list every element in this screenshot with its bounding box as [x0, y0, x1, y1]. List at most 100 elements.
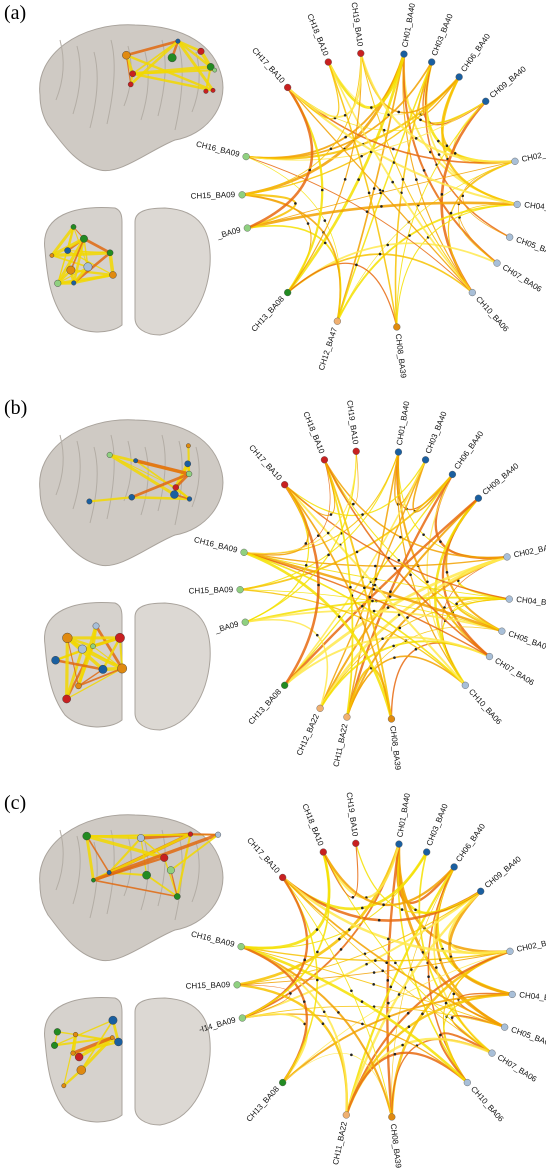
- link-arrow-marker: [337, 615, 341, 618]
- link-arrow-marker: [397, 110, 401, 114]
- link-arrow-marker: [303, 958, 306, 962]
- node-label: CH02_BA06: [521, 146, 546, 164]
- link-arrow-marker: [355, 263, 358, 267]
- node-label: _BA09: [215, 225, 242, 241]
- link-arrow-marker: [317, 583, 320, 587]
- node-label: CH03_BA40: [425, 802, 450, 847]
- connection-link: [458, 160, 516, 264]
- link-arrow-marker: [315, 978, 319, 982]
- link-arrow-marker: [397, 993, 401, 996]
- connectogram-node: CH15_BA09: [190, 190, 246, 201]
- link-arrow-marker: [406, 616, 409, 619]
- link-arrow-marker: [397, 559, 401, 562]
- link-arrow-marker: [367, 191, 371, 195]
- link-arrow-marker: [426, 580, 429, 584]
- link-arrow-marker: [408, 234, 411, 237]
- link-arrow-marker: [422, 533, 425, 536]
- connectogram-node: CH17_BA10: [247, 443, 289, 489]
- node-label: CH10_BA06: [467, 687, 504, 726]
- connectogram-node: CH01_BA40: [400, 2, 417, 58]
- link-arrow-marker: [393, 656, 396, 659]
- link-arrow-marker: [350, 1053, 353, 1057]
- node-label: CH17_BA10: [245, 836, 282, 875]
- panel-label-a: (a): [4, 2, 27, 24]
- connectogram-node: CH09_BA40: [474, 461, 521, 502]
- link-arrow-marker: [304, 542, 308, 545]
- connectogram-node: CH03_BA40: [421, 410, 449, 464]
- node-dot: [279, 873, 287, 882]
- link-arrow-marker: [365, 962, 368, 966]
- link-arrow-marker: [393, 566, 397, 570]
- node-label: CH18_BA10: [305, 12, 330, 57]
- link-arrow-marker: [387, 937, 390, 941]
- connectogram-node: CH09_BA40: [477, 854, 523, 895]
- link-arrow-marker: [360, 906, 364, 910]
- node-dot: [394, 448, 403, 456]
- connectogram-node: CH18_BA10: [300, 802, 327, 856]
- node-label: CH11_BA22: [331, 1120, 349, 1165]
- link-arrow-marker: [453, 152, 457, 155]
- link-arrow-marker: [398, 626, 402, 630]
- node-label: CH08_BA39: [394, 333, 408, 379]
- node-label: CH16_BA09: [195, 139, 241, 159]
- link-arrow-marker: [329, 147, 333, 151]
- link-arrow-marker: [439, 1033, 442, 1037]
- connection-link: [287, 61, 340, 120]
- node-label: CH01_BA40: [395, 792, 412, 838]
- panel-label-c: (c): [4, 792, 27, 814]
- link-arrow-marker: [338, 937, 341, 941]
- node-dot: [352, 839, 360, 847]
- node-label: CH01_BA40: [395, 400, 412, 446]
- link-arrow-marker: [329, 513, 333, 516]
- node-dot: [393, 323, 401, 331]
- link-arrow-marker: [394, 961, 397, 965]
- link-arrow-marker: [393, 1052, 397, 1056]
- link-arrow-marker: [407, 1025, 411, 1028]
- link-arrow-marker: [323, 219, 327, 222]
- connectogram-node: CH08_BA39: [393, 323, 408, 379]
- node-dot: [400, 50, 408, 58]
- link-arrow-marker: [337, 1011, 340, 1014]
- link-arrow-marker: [374, 564, 377, 568]
- brain-lateral-view: [39, 814, 224, 962]
- connection-link: [241, 843, 400, 1019]
- node-dot: [236, 586, 244, 594]
- link-arrow-marker: [363, 586, 366, 590]
- node-label: CH04_BA06: [516, 595, 546, 609]
- node-dot: [485, 652, 494, 661]
- connection-link: [242, 194, 312, 293]
- link-arrow-marker: [361, 1022, 364, 1026]
- node-dot: [241, 618, 249, 626]
- node-label: CH02_BA06: [513, 541, 546, 559]
- connectogram-node: CH10_BA06: [461, 681, 504, 727]
- connection-link: [243, 551, 466, 686]
- node-dot: [461, 681, 469, 689]
- brain-lateral-view: [39, 419, 224, 567]
- connectogram-node: CH19_BA10: [345, 400, 360, 455]
- link-arrow-marker: [294, 202, 297, 205]
- link-arrow-marker: [368, 595, 372, 599]
- link-arrow-marker: [372, 609, 376, 613]
- node-label: CH07_BA06: [496, 1053, 539, 1084]
- link-arrow-marker: [304, 563, 308, 567]
- node-dot: [474, 494, 483, 502]
- link-arrow-marker: [381, 637, 384, 641]
- link-arrow-marker: [437, 153, 441, 156]
- node-label: CH19_BA10: [350, 2, 365, 48]
- connectogram-node: CH01_BA40: [395, 792, 412, 848]
- link-arrow-marker: [445, 144, 449, 148]
- connectogram-node: CH04_BA06: [505, 595, 546, 609]
- connection-link: [391, 1038, 493, 1117]
- link-arrow-marker: [435, 966, 438, 969]
- node-label: CH08_BA39: [388, 725, 402, 771]
- node-dot: [320, 456, 329, 464]
- link-arrow-marker: [399, 535, 402, 539]
- link-arrow-marker: [316, 534, 320, 537]
- connection-link: [247, 224, 342, 322]
- connection-link: [345, 1037, 493, 1116]
- connectogram-node: CH12_BA47: [317, 317, 341, 371]
- connectogram-node: CH01_BA40: [394, 400, 412, 456]
- connectogram-node: CH05_BA06: [501, 1023, 546, 1049]
- link-arrow-marker: [352, 502, 355, 506]
